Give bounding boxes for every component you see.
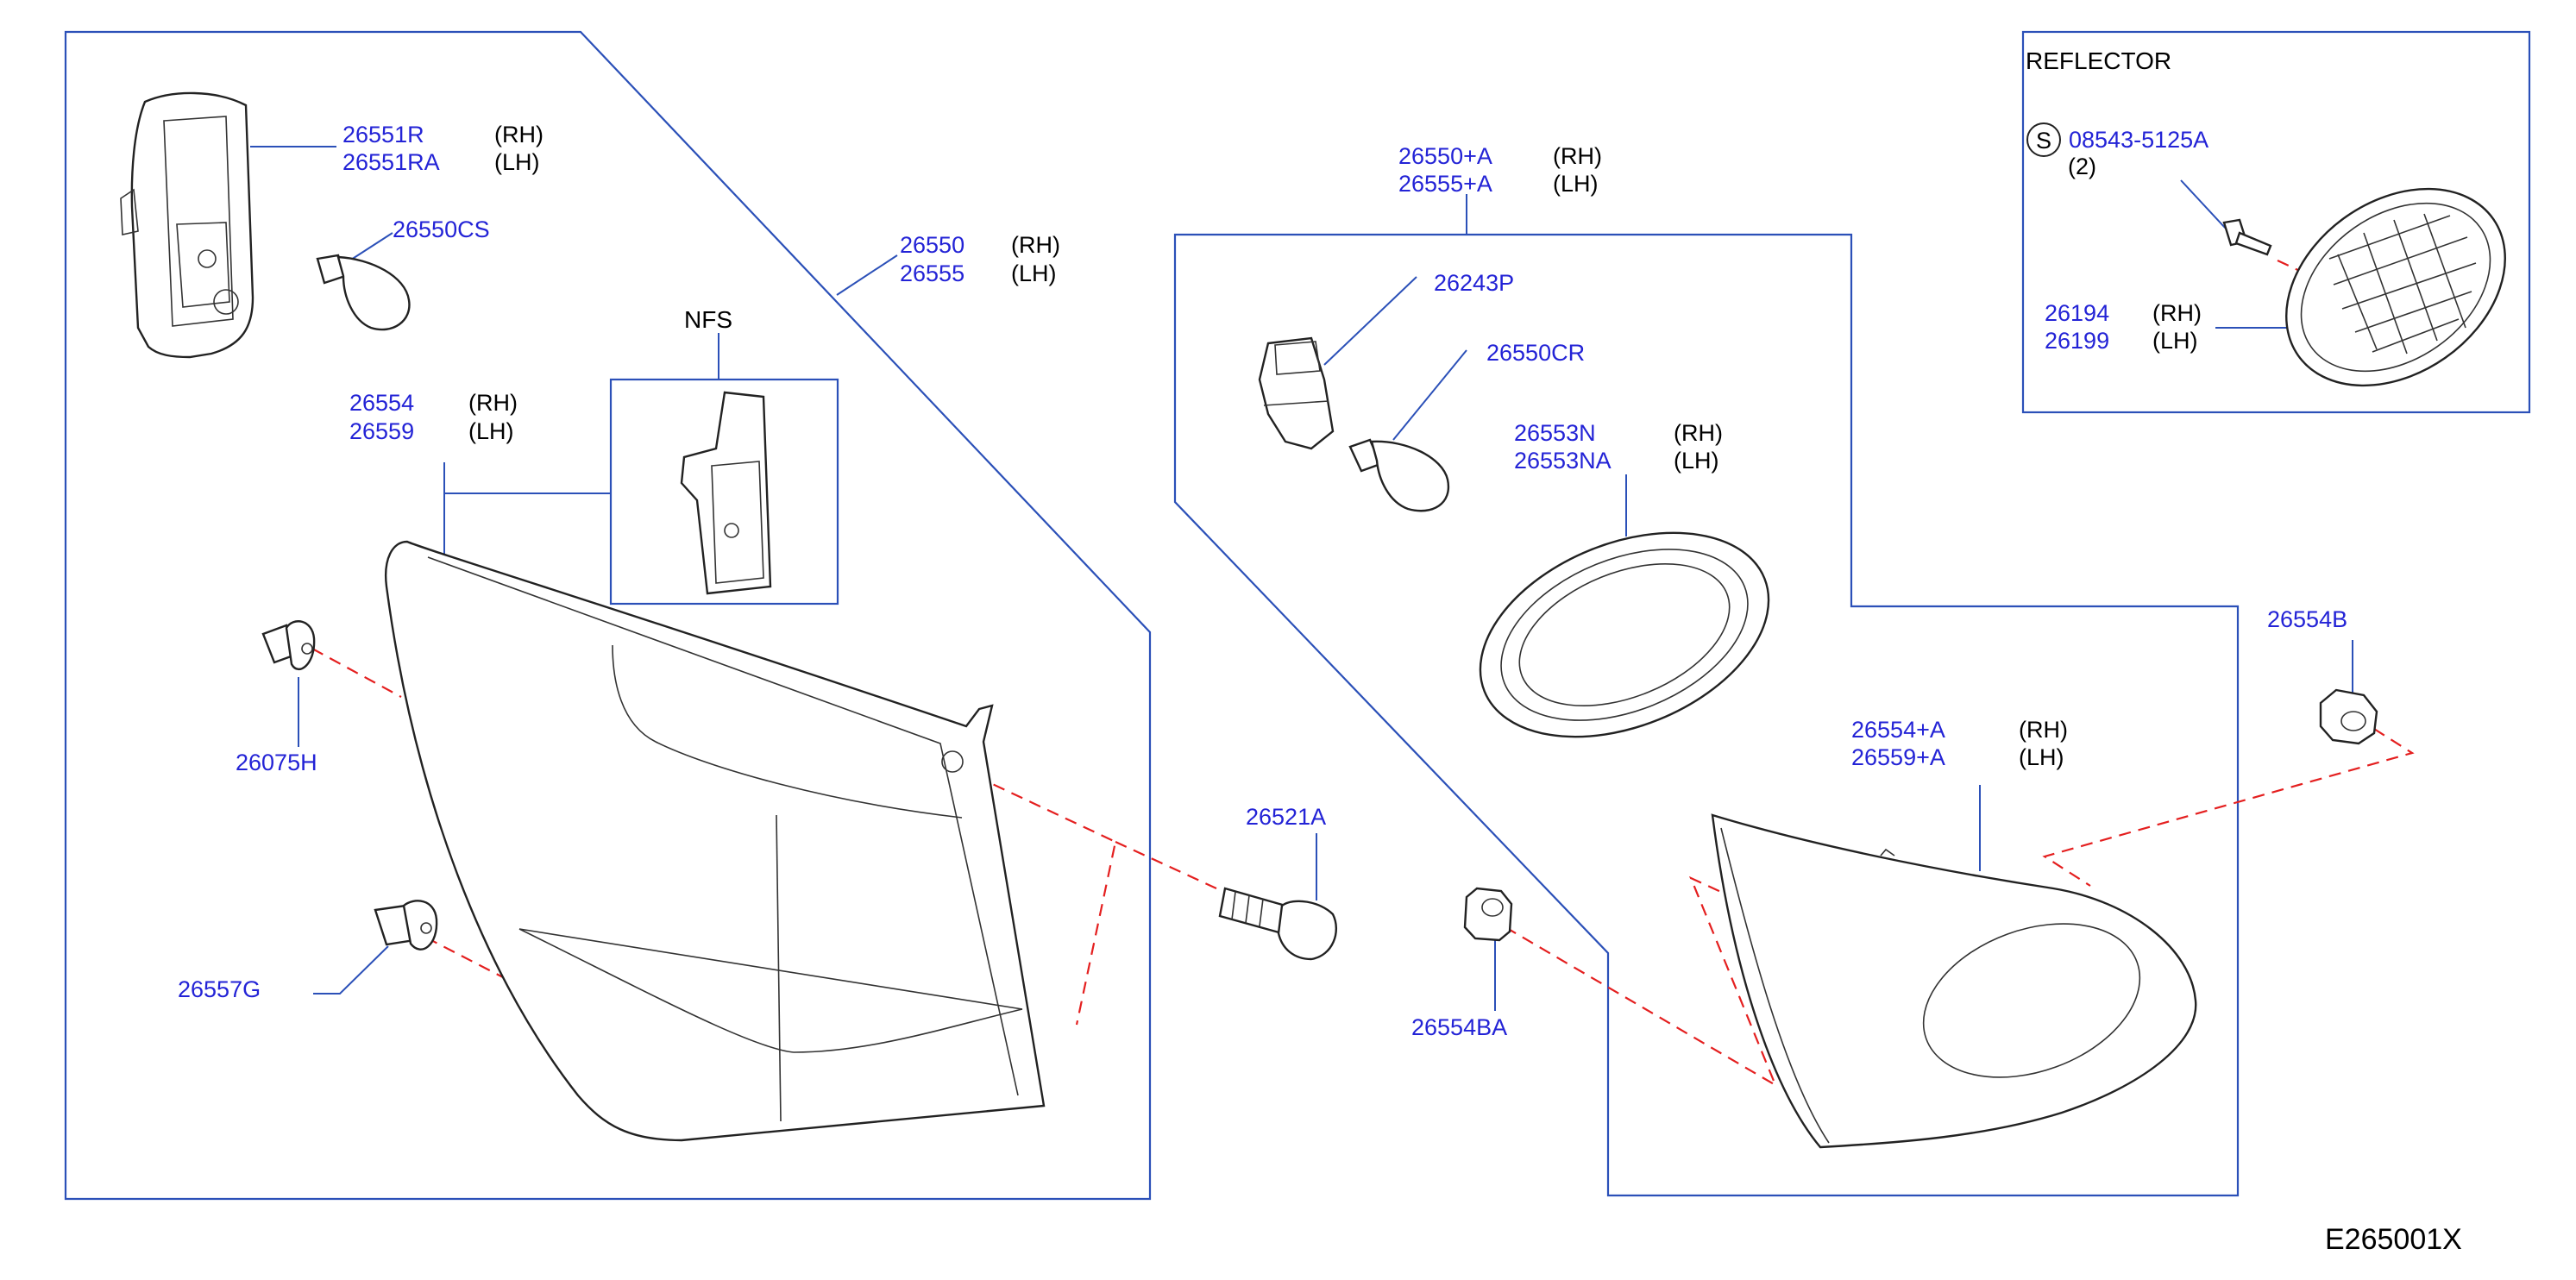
- outer-lamp-body: [385, 540, 1046, 1142]
- socket-26243p: [1258, 336, 1335, 450]
- label-26557g: 26557G: [178, 976, 261, 1002]
- part-number: 26550CR: [1486, 340, 1585, 366]
- bolt-26521a: [1218, 887, 1337, 961]
- part-number: 26553NA: [1514, 448, 1612, 474]
- part-number: 26550CS: [393, 216, 490, 242]
- nfs-socket: [680, 391, 772, 595]
- side-label: (RH): [2152, 300, 2202, 326]
- part-number: 08543-5125A: [2069, 127, 2208, 153]
- reflector-26194: [2285, 187, 2506, 387]
- side-label: (LH): [468, 418, 514, 444]
- nfs-inset-box: [609, 378, 839, 605]
- part-number: 26550+A: [1398, 143, 1492, 169]
- part-number: 26550: [900, 232, 964, 258]
- screw-symbol-letter: S: [2036, 128, 2051, 154]
- side-label: (LH): [1553, 171, 1599, 197]
- assembly-dashes: [311, 260, 2415, 1088]
- reflector-title: REFLECTOR: [2026, 47, 2171, 74]
- label-26553n: 26553N 26553NA (RH) (LH): [1514, 420, 1723, 474]
- part-number: 26555: [900, 260, 964, 286]
- inner-lamp-group-box: [1173, 233, 2240, 1197]
- part-number: 26559+A: [1851, 744, 1945, 770]
- part-number: 26554B: [2267, 606, 2347, 632]
- label-26550cs: 26550CS: [393, 216, 490, 242]
- side-label: (LH): [2019, 744, 2064, 770]
- label-26554b: 26554B: [2267, 606, 2347, 632]
- bulb-socket-housing: [120, 91, 254, 359]
- label-26554: 26554 26559 (RH) (LH): [349, 390, 518, 444]
- diagram-code: E265001X: [2325, 1223, 2462, 1256]
- label-26550: 26550 26555 (RH) (LH): [900, 232, 1060, 286]
- part-number: 26551RA: [342, 149, 440, 175]
- part-number: 26243P: [1434, 270, 1514, 296]
- inner-lamp-body: [1711, 813, 2197, 1149]
- part-number: 26559: [349, 418, 414, 444]
- nut-26554ba: [1463, 887, 1513, 942]
- side-label: (RH): [2019, 717, 2068, 743]
- part-number: 26555+A: [1398, 171, 1492, 197]
- quantity-label: (2): [2068, 154, 2096, 179]
- part-number: 26521A: [1246, 804, 1326, 830]
- reflector-screw: [2222, 218, 2272, 256]
- part-number: 26194: [2045, 300, 2109, 326]
- outer-lamp-group-box: [64, 30, 1152, 1201]
- side-label: (LH): [2152, 328, 2198, 354]
- bulb-26550cs: [316, 254, 411, 331]
- part-number: 26554BA: [1411, 1014, 1507, 1040]
- label-26550cr: 26550CR: [1486, 340, 1585, 366]
- label-26243p: 26243P: [1434, 270, 1514, 296]
- label-26521a: 26521A: [1246, 804, 1326, 830]
- part-number: 26551R: [342, 122, 424, 147]
- clip-26557g: [374, 900, 438, 951]
- reflector-box: [2021, 30, 2531, 414]
- side-label: (RH): [494, 122, 543, 147]
- side-label: (RH): [1553, 143, 1602, 169]
- part-number: 26199: [2045, 328, 2109, 354]
- nut-26554b: [2319, 688, 2378, 745]
- label-26550a: 26550+A 26555+A (RH) (LH): [1398, 143, 1602, 197]
- part-number: 26554+A: [1851, 717, 1945, 743]
- label-26194: 26194 26199 (RH) (LH): [2045, 300, 2202, 354]
- leader-lines: [250, 146, 2353, 1011]
- side-label: (LH): [1011, 260, 1057, 286]
- clip-26075h: [261, 620, 316, 670]
- gasket-26553n: [1479, 531, 1770, 738]
- part-number: 26557G: [178, 976, 261, 1002]
- part-number: 26075H: [236, 750, 317, 775]
- label-26554a: 26554+A 26559+A (RH) (LH): [1851, 717, 2068, 770]
- part-number: 26554: [349, 390, 414, 416]
- side-label: (LH): [494, 149, 540, 175]
- nfs-label: NFS: [684, 306, 732, 333]
- side-label: (LH): [1674, 448, 1719, 474]
- side-label: (RH): [1011, 232, 1060, 258]
- bulb-26550cr: [1348, 438, 1450, 512]
- label-26554ba: 26554BA: [1411, 1014, 1507, 1040]
- side-label: (RH): [1674, 420, 1723, 446]
- part-number: 26553N: [1514, 420, 1596, 446]
- screw-standard-symbol: S: [2026, 122, 2061, 157]
- label-26075h: 26075H: [236, 750, 317, 775]
- side-label: (RH): [468, 390, 518, 416]
- label-26551: 26551R 26551RA (RH) (LH): [342, 122, 543, 175]
